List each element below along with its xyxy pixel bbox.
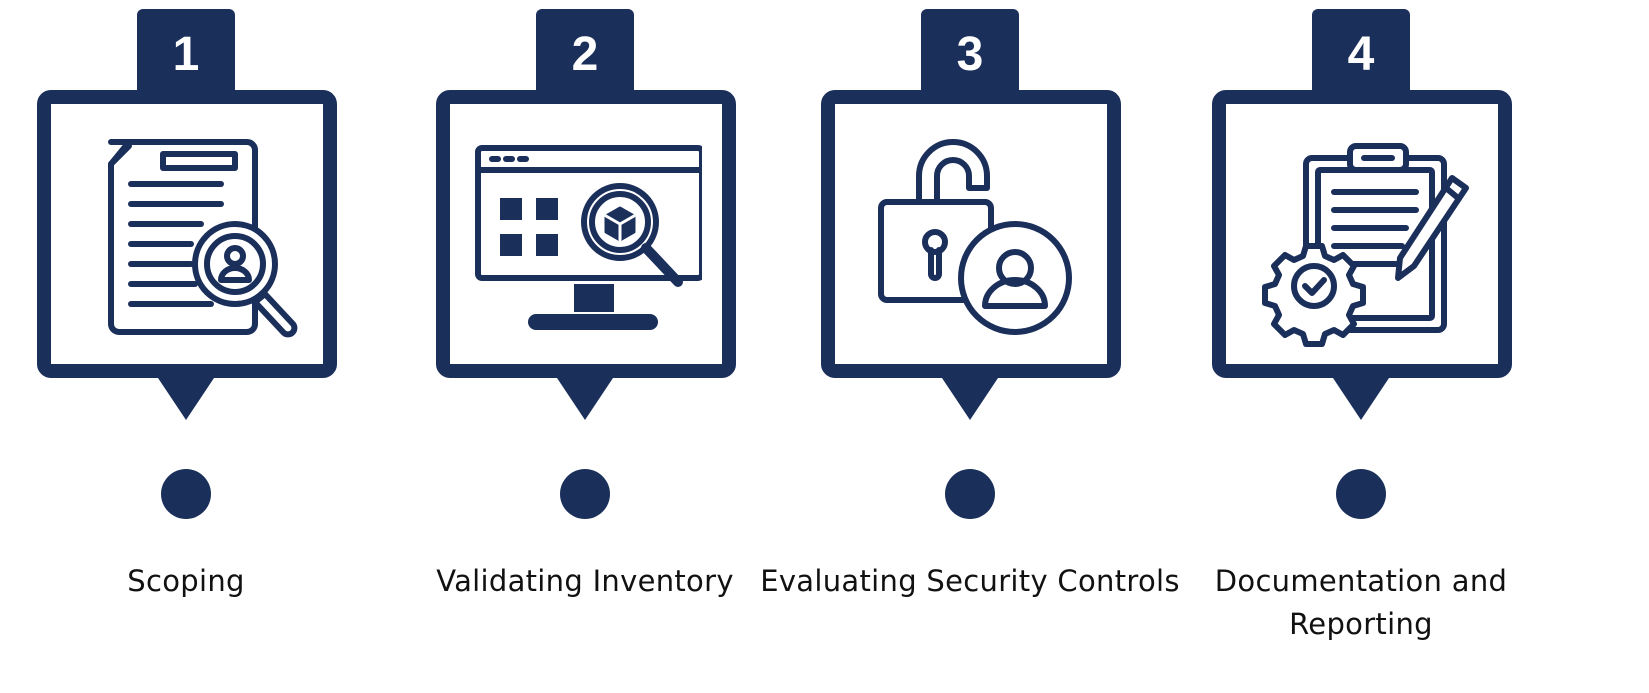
step-number-badge: 1 [137, 9, 235, 97]
step-label: Documentation and Reporting [1214, 564, 1508, 641]
timeline-dot [1336, 469, 1386, 519]
step-label: Validating Inventory [436, 564, 734, 598]
clipboard-pencil-gear-icon [1246, 118, 1478, 350]
document-search-user-icon [71, 118, 303, 350]
step-card [436, 90, 736, 378]
timeline-dot [161, 469, 211, 519]
step-label: Scoping [127, 564, 245, 598]
step-1: 1 Scoping [31, 0, 341, 693]
step-card [1212, 90, 1512, 378]
monitor-inventory-search-icon [470, 118, 702, 350]
step-3: 3 Evaluating Security Controls [760, 0, 1179, 693]
step-number-badge: 2 [536, 9, 634, 97]
step-card [821, 90, 1121, 378]
card-pointer [154, 372, 218, 420]
step-card [37, 90, 337, 378]
card-pointer [553, 372, 617, 420]
timeline-dot [560, 469, 610, 519]
step-label: Evaluating Security Controls [760, 564, 1180, 598]
step-number-badge: 3 [921, 9, 1019, 97]
timeline-dot [945, 469, 995, 519]
unlocked-padlock-user-icon [855, 118, 1087, 350]
step-number-badge: 4 [1312, 9, 1410, 97]
step-2: 2 Validating Inven [430, 0, 740, 693]
card-pointer [1329, 372, 1393, 420]
card-pointer [938, 372, 1002, 420]
step-4: 4 Documentat [1206, 0, 1516, 693]
